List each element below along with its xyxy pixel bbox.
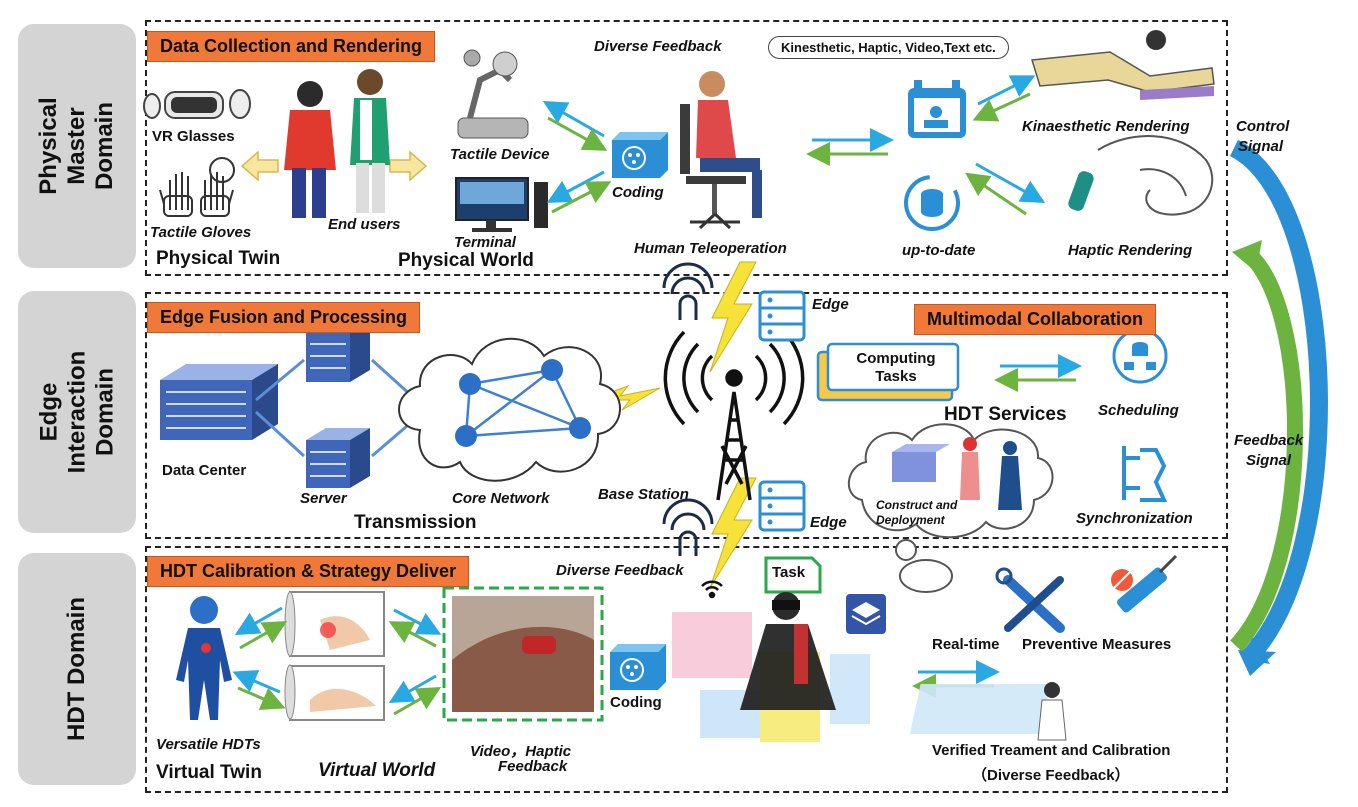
data-center-label: Data Center: [162, 462, 247, 479]
server-label: Server: [300, 490, 347, 507]
tactile-device-icon: [457, 49, 529, 139]
server-icon-2: [306, 428, 370, 488]
hdt-services-label: HDT Services: [944, 404, 1067, 425]
haptic-hand-icon: [1068, 135, 1214, 216]
task-label: Task: [772, 564, 806, 581]
coding-box-icon: [612, 132, 668, 178]
real-time-label: Real-time: [932, 636, 1000, 653]
versatile-hdt-body-icon: [176, 596, 232, 720]
kinaesthetic-figure-icon: [1031, 30, 1215, 100]
diverse-feedback-label: Diverse Feedback: [594, 38, 722, 55]
computing-tasks-card: [816, 342, 960, 402]
synchronization-icon: [1122, 446, 1168, 502]
hdt-domain-tab: HDT Domain: [18, 553, 136, 785]
virtual-twin-label: Virtual Twin: [156, 762, 262, 783]
base-station-label: Base Station: [598, 486, 689, 503]
hdt-coding-label: Coding: [610, 694, 662, 711]
video-haptic-label: Video，Haptic: [470, 743, 572, 760]
tactile-gloves-label: Tactile Gloves: [150, 224, 252, 241]
lightning-bolt-icon: [709, 261, 757, 373]
vr-glasses-label: VR Glasses: [152, 128, 235, 145]
lightning-bolt-icon-3: [589, 384, 661, 411]
feedback-types-bubble: Kinesthetic, Haptic, Video,Text etc.: [768, 36, 1009, 59]
wireless-signal-icon-2: [662, 498, 714, 556]
diverse-feedback-paren-label: （Diverse Feedback）: [972, 767, 1130, 784]
lightning-bolt-icon-2: [709, 477, 757, 589]
vr-user-panels-icon: [672, 592, 870, 742]
syringe-pill-icon: [1111, 554, 1178, 613]
up-to-date-label: up-to-date: [902, 242, 976, 259]
hdt-services-cloud: [847, 423, 1054, 539]
control-signal-arrow: [1229, 139, 1328, 667]
database-refresh-icon: [904, 175, 960, 231]
end-users-label: End users: [328, 216, 401, 233]
doctor-screen-icon: [909, 682, 1067, 741]
edge-label-bottom: Edge: [810, 514, 847, 531]
end-users-icon: [284, 69, 390, 218]
task-document-icon: [764, 556, 822, 594]
preventive-measures-label: Preventive Measures: [1022, 636, 1172, 653]
multimodal-collaboration-tag: Multimodal Collaboration: [914, 304, 1156, 335]
physical-twin-label: Physical Twin: [156, 248, 281, 269]
coding-box-icon-2: [610, 644, 666, 690]
physical-master-domain-tab: Physical Master Domain: [18, 24, 136, 268]
edge-server-icon: [758, 290, 806, 342]
human-teleoperation-label: Human Teleoperation: [634, 240, 787, 257]
rendering-device-icon: [908, 80, 966, 138]
vr-glasses-icon: [143, 89, 251, 119]
feedback-signal-label-2: Signal: [1246, 452, 1292, 469]
wireless-signal-icon: [662, 262, 714, 320]
synchronization-label: Synchronization: [1076, 510, 1193, 527]
coding-label: Coding: [612, 184, 664, 201]
physical-master-panel: [145, 20, 1228, 276]
edge-interaction-domain-tab: Edge Interaction Domain: [18, 291, 136, 533]
treatment-scroll-icon: [284, 591, 385, 721]
feedback-signal-arrow: [1230, 245, 1303, 652]
virtual-world-image: [442, 586, 604, 722]
computing-tasks-label: Computing Tasks: [856, 350, 936, 385]
data-center-icon: [160, 364, 278, 440]
virtual-world-label: Virtual World: [318, 760, 436, 781]
core-network-label: Core Network: [452, 490, 550, 507]
left-arrow-icon: [240, 150, 279, 182]
tactile-gloves-icon: [159, 157, 235, 217]
construct-deployment-label: Construct and Deployment: [876, 498, 958, 527]
physical-world-label: Physical World: [398, 250, 534, 271]
hdt-calibration-tag: HDT Calibration & Strategy Deliver: [147, 556, 470, 587]
scheduling-icon: [1112, 328, 1168, 384]
human-teleoperation-icon: [680, 71, 762, 230]
control-signal-label-2: Signal: [1238, 138, 1284, 155]
scheduling-label: Scheduling: [1098, 402, 1179, 419]
layers-icon: [846, 594, 886, 634]
edge-fusion-tag: Edge Fusion and Processing: [147, 302, 421, 333]
haptic-feedback-label: Feedback: [498, 758, 568, 775]
real-time-tools-icon: [995, 567, 1065, 633]
right-arrow-icon: [389, 150, 428, 182]
edge-server-icon-2: [758, 480, 806, 532]
base-station-tower-icon: [663, 330, 805, 501]
verified-treatment-label: Verified Treament and Calibration: [932, 742, 1171, 759]
feedback-signal-label: Feedback: [1234, 432, 1304, 449]
terminal-label: Terminal: [454, 234, 516, 251]
tactile-device-label: Tactile Device: [450, 146, 550, 163]
data-collection-tag: Data Collection and Rendering: [147, 31, 436, 62]
terminal-icon: [455, 177, 548, 232]
transmission-label: Transmission: [354, 512, 477, 533]
edge-interaction-panel: [145, 292, 1228, 539]
hdt-diverse-feedback-label: Diverse Feedback: [556, 562, 684, 579]
kinaesthetic-rendering-label: Kinaesthetic Rendering: [1022, 118, 1190, 135]
edge-label-top: Edge: [812, 296, 849, 313]
control-signal-label: Control: [1236, 118, 1290, 135]
core-network-cloud: [398, 337, 621, 482]
wifi-icon: [701, 580, 723, 599]
haptic-rendering-label: Haptic Rendering: [1068, 242, 1193, 259]
hdt-panel: [145, 546, 1228, 793]
versatile-hdts-label: Versatile HDTs: [156, 736, 261, 753]
